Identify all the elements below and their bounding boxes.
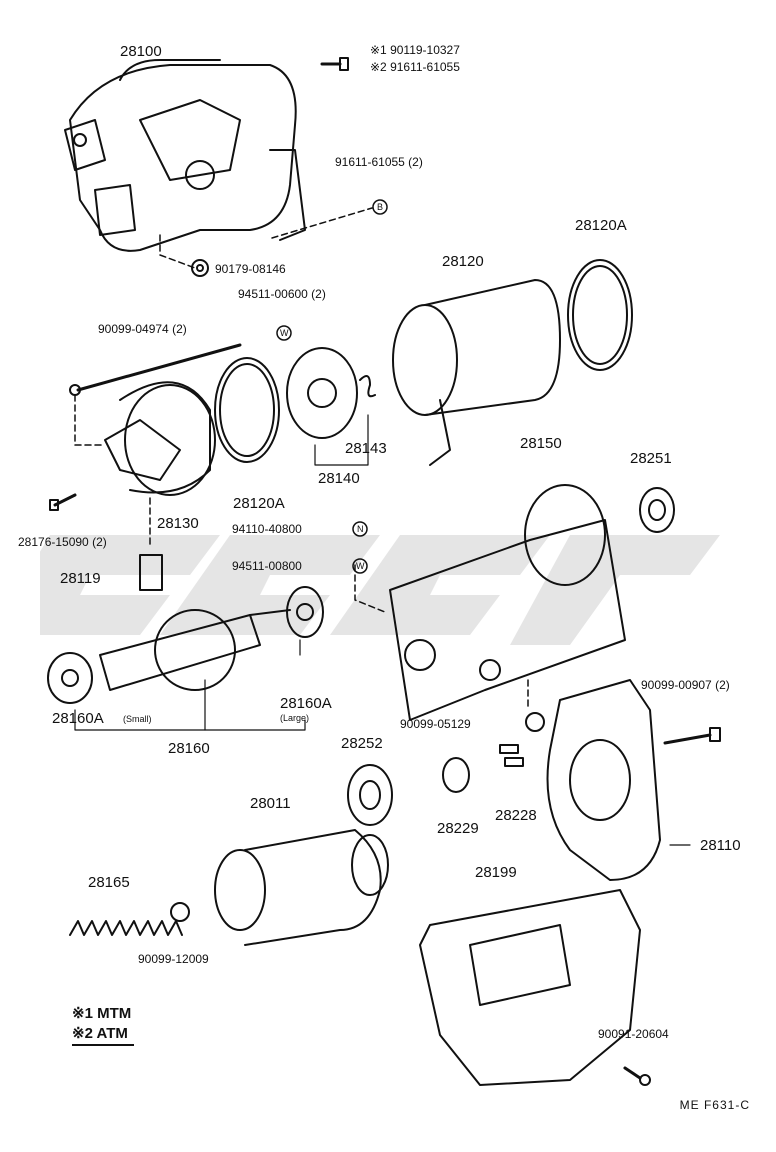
gear-28251[interactable]: [639, 487, 675, 533]
label-28252: 28252: [341, 735, 383, 752]
label-28251: 28251: [630, 450, 672, 467]
brush-holder-28140[interactable]: [286, 347, 358, 439]
label-28120A-top: 28120A: [575, 217, 627, 234]
label-large: (Large): [280, 713, 310, 723]
label-90091-20604: 90091-20604: [598, 1027, 669, 1041]
label-91611-61055-mt: ※2 91611-61055: [370, 60, 460, 74]
through-bolt-90099-04974[interactable]: [69, 343, 242, 396]
clutch-28011[interactable]: [214, 829, 389, 946]
label-90179-08146: 90179-08146: [215, 262, 286, 276]
label-28160A-small: 28160A: [52, 710, 104, 727]
label-90099-12009: 90099-12009: [138, 952, 209, 966]
label-28011: 28011: [250, 795, 291, 812]
label-28110: 28110: [700, 837, 741, 854]
label-28140: 28140: [318, 470, 360, 487]
label-28176-15090: 28176-15090 (2): [18, 535, 107, 549]
spring-28143[interactable]: [359, 375, 376, 398]
gear-28252[interactable]: [347, 764, 393, 826]
screw-90091[interactable]: [623, 1066, 651, 1086]
part-28119[interactable]: [139, 554, 163, 591]
legend: ※1 MTM ※2 ATM: [72, 1004, 134, 1046]
marker-n: [352, 521, 368, 537]
starter-housing-28100[interactable]: [64, 59, 306, 252]
label-28120A-mid: 28120A: [233, 495, 285, 512]
label-94110-40800: 94110-40800: [232, 522, 302, 536]
marker-w2-text: W: [356, 561, 365, 571]
nut-90179[interactable]: [191, 259, 209, 277]
bolt-90119[interactable]: [320, 57, 349, 71]
label-28143: 28143: [345, 440, 387, 457]
bolt-28176[interactable]: [49, 493, 77, 511]
o-ring-28120A-mid[interactable]: [214, 357, 280, 463]
label-28100: 28100: [120, 43, 162, 60]
label-90119-10327: ※1 90119-10327: [370, 43, 460, 57]
housing-28150[interactable]: [389, 484, 626, 721]
label-small: (Small): [123, 714, 152, 724]
label-90099-00907: 90099-00907 (2): [641, 678, 730, 692]
label-28228: 28228: [495, 807, 537, 824]
label-90099-04974: 90099-04974 (2): [98, 322, 187, 336]
label-28120: 28120: [442, 253, 484, 270]
cover-28199[interactable]: [419, 889, 641, 1086]
marker-w-1: [276, 325, 292, 341]
legend-mtm: ※1 MTM: [72, 1005, 132, 1022]
yoke-28120[interactable]: [392, 279, 561, 466]
marker-b-text: B: [377, 202, 384, 212]
label-28165: 28165: [88, 874, 130, 891]
label-94511-00600: 94511-00600 (2): [238, 287, 326, 301]
nut-90099-05129[interactable]: [525, 712, 545, 732]
o-ring-28120A-top[interactable]: [567, 259, 633, 371]
bolt-90099-00907[interactable]: [663, 727, 721, 745]
label-28160A-large: 28160A: [280, 695, 332, 712]
marker-n-text: N: [357, 524, 364, 534]
drive-housing-28110[interactable]: [546, 679, 661, 881]
end-frame-28130[interactable]: [104, 381, 216, 496]
bearing-28160A-large[interactable]: [286, 586, 324, 638]
ball-90099-12009[interactable]: [170, 902, 190, 922]
figure-reference: ME F631-C: [679, 1098, 750, 1112]
spring-28165[interactable]: [69, 920, 183, 936]
label-94511-00800: 94511-00800: [232, 559, 302, 573]
armature-28160[interactable]: [47, 609, 291, 704]
label-90099-05129: 90099-05129: [400, 717, 471, 731]
marker-w1-text: W: [280, 328, 289, 338]
label-28199: 28199: [475, 864, 517, 881]
part-28228[interactable]: [499, 744, 524, 767]
label-28229: 28229: [437, 820, 479, 837]
part-28229[interactable]: [442, 757, 470, 793]
label-28160: 28160: [168, 740, 210, 757]
label-28130: 28130: [157, 515, 199, 532]
marker-w-2: [352, 558, 368, 574]
legend-atm: ※2 ATM: [72, 1024, 134, 1046]
label-28150: 28150: [520, 435, 562, 452]
label-28119: 28119: [60, 570, 101, 587]
label-91611-61055-2: 91611-61055 (2): [335, 155, 423, 169]
marker-b: [372, 199, 388, 215]
